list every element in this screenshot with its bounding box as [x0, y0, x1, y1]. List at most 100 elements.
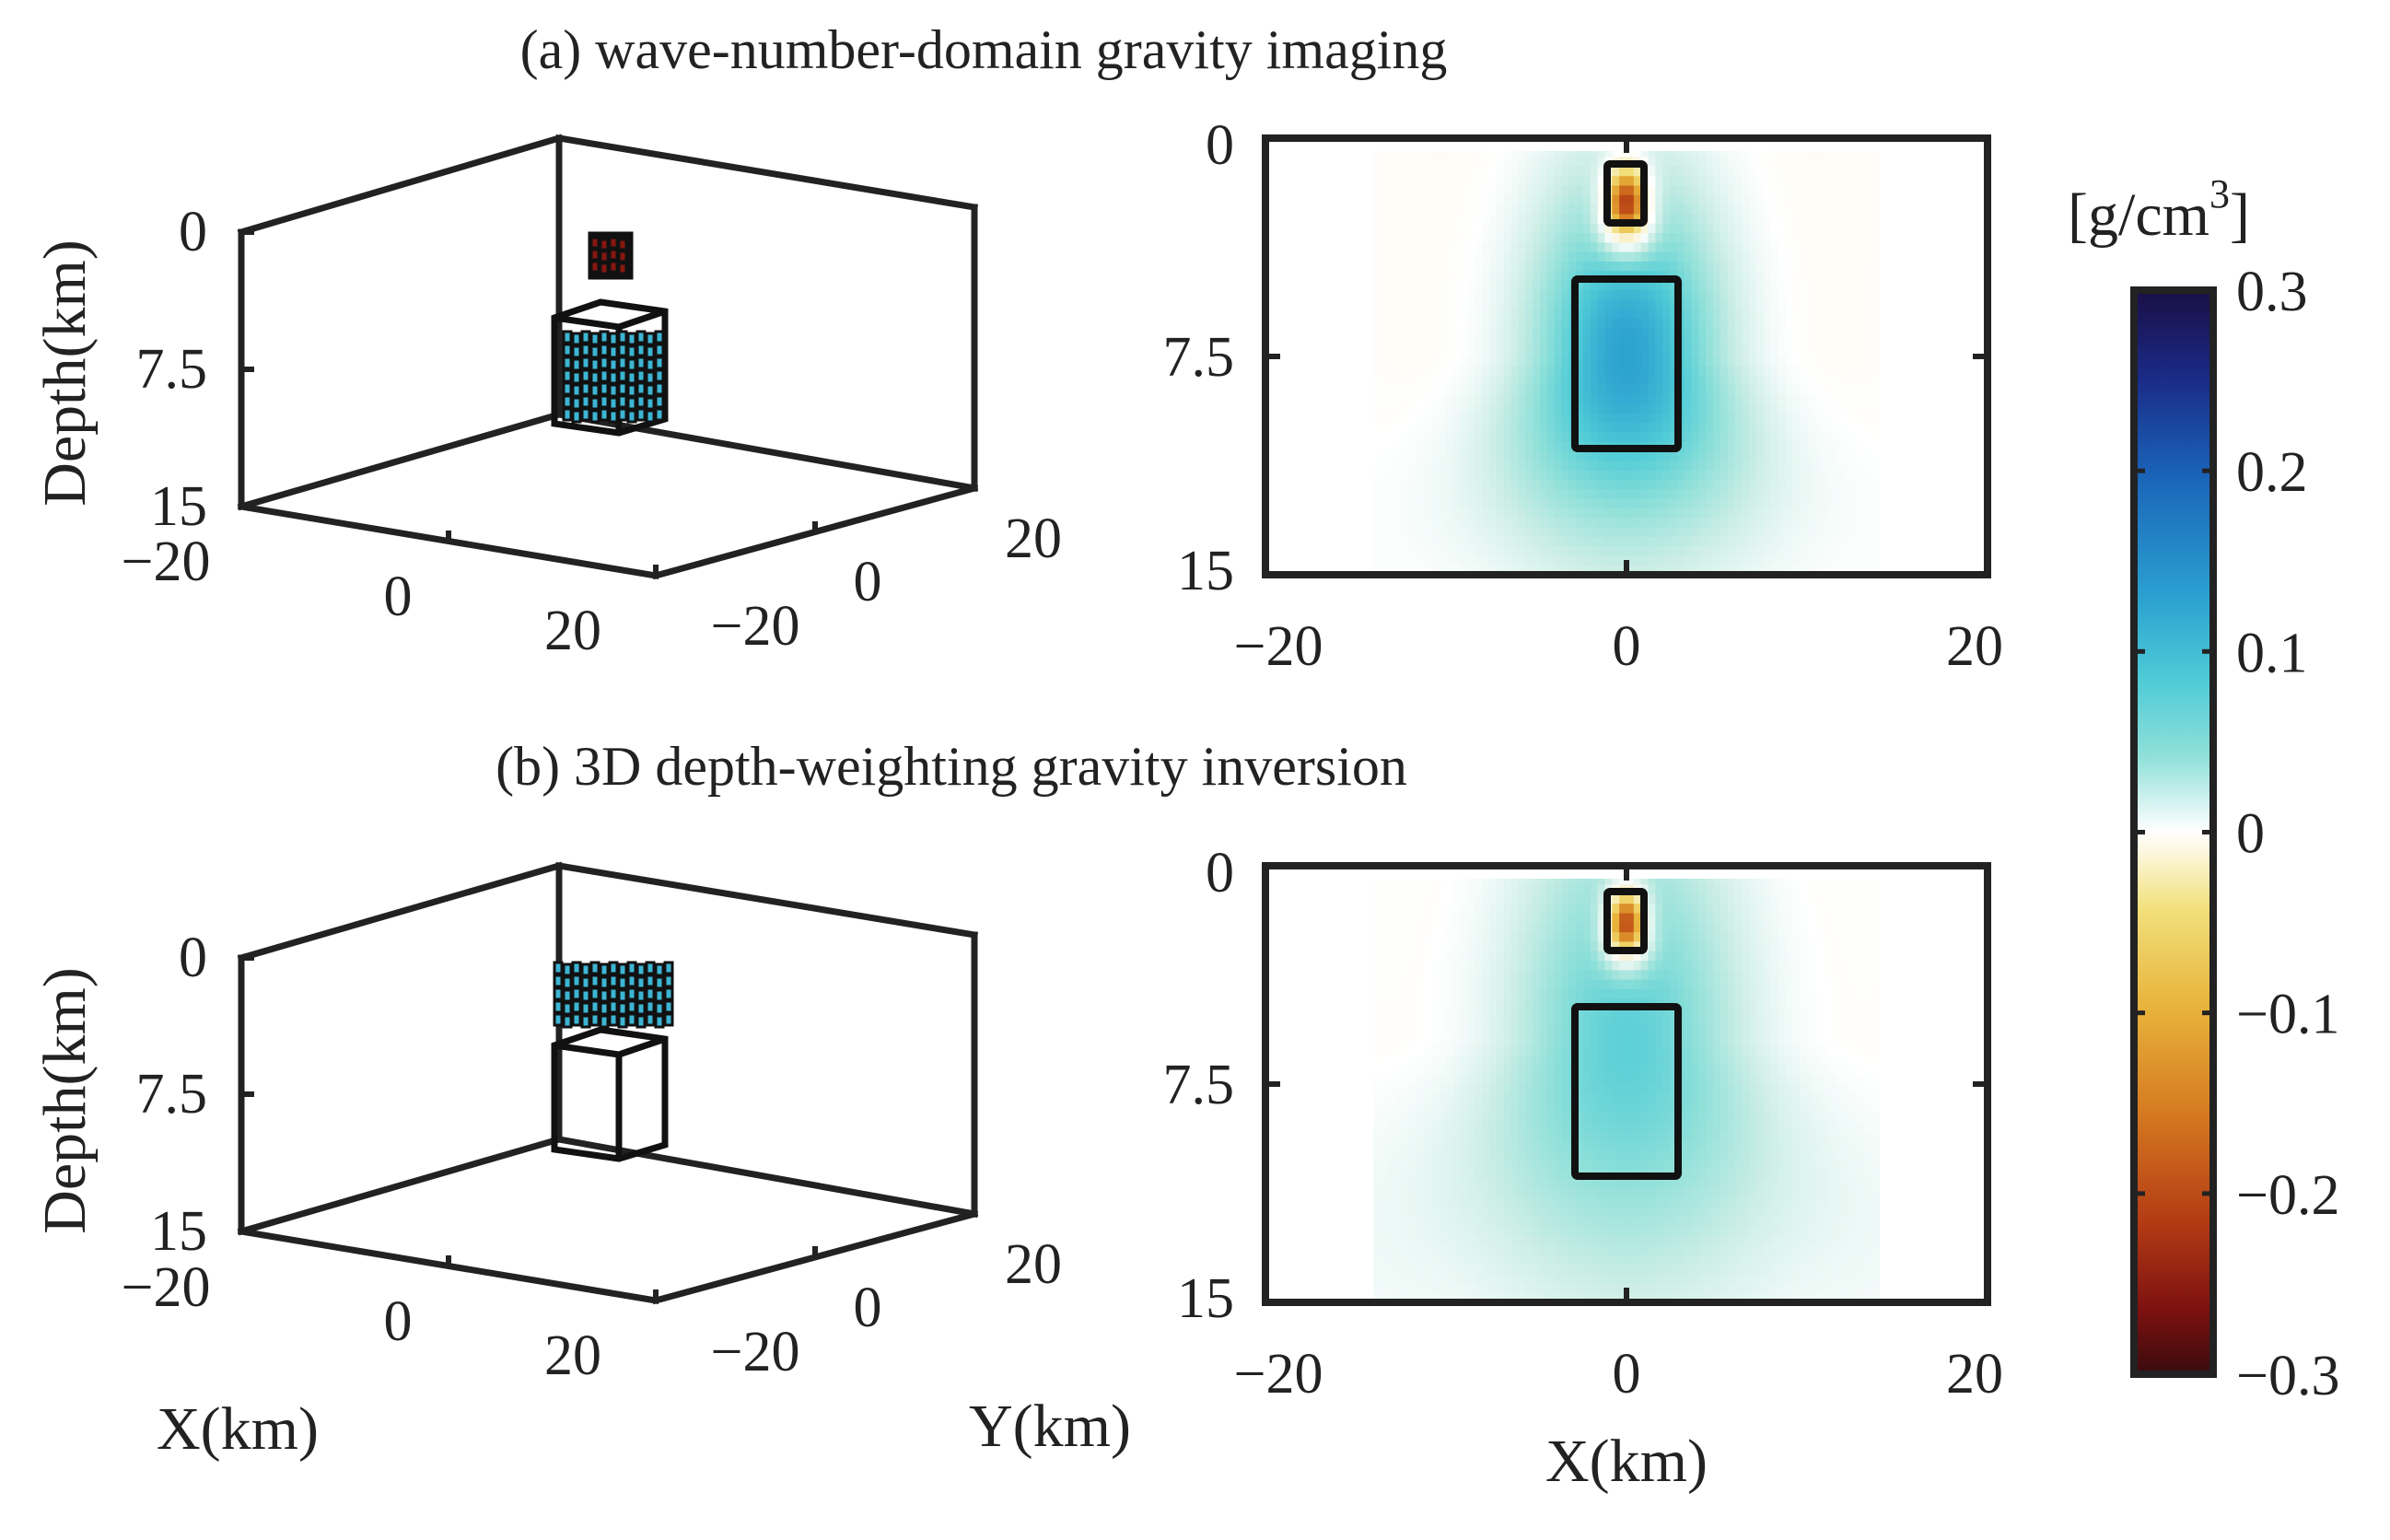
- heatmap-cell: [1446, 470, 1454, 481]
- heatmap-cell: [1482, 346, 1490, 357]
- heatmap-cell: [1655, 204, 1663, 216]
- heatmap-cell: [1533, 1245, 1541, 1256]
- heatmap-cell: [1670, 518, 1678, 529]
- heatmap-cell: [1742, 394, 1751, 405]
- heatmap-cell: [1446, 204, 1454, 216]
- heatmap-cell: [1388, 176, 1396, 187]
- heatmap-cell: [1554, 1065, 1563, 1076]
- heatmap-cell: [1489, 1140, 1498, 1151]
- heatmap-cell: [1785, 451, 1794, 462]
- heatmap-cell: [1807, 309, 1815, 320]
- heatmap-cell: [1691, 375, 1700, 386]
- heatmap-cell: [1446, 328, 1454, 339]
- heatmap-cell: [1561, 1283, 1570, 1294]
- heatmap-cell: [1409, 223, 1418, 234]
- heatmap-cell: [1482, 1102, 1490, 1114]
- heatmap-cell: [1439, 536, 1447, 547]
- heatmap-cell: [1452, 233, 1462, 244]
- heatmap-cell: [1460, 233, 1469, 244]
- heatmap-cell: [1510, 555, 1520, 566]
- heatmap-cell: [1749, 423, 1757, 434]
- model-cell: [626, 1012, 637, 1027]
- model-cell: [608, 974, 619, 988]
- heatmap-cell: [1373, 479, 1382, 491]
- heatmap-cell: [1446, 366, 1454, 377]
- heatmap-cell: [1533, 951, 1541, 962]
- heatmap-cell: [1452, 166, 1462, 178]
- heatmap-cell: [1409, 280, 1418, 291]
- heatmap-cell: [1533, 1160, 1541, 1171]
- heatmap-cell: [1496, 508, 1505, 519]
- heatmap-cell: [1489, 223, 1498, 234]
- heatmap-cell: [1655, 394, 1663, 405]
- heatmap-cell: [1402, 251, 1411, 262]
- heatmap-cell: [1496, 214, 1505, 225]
- heatmap-cell: [1510, 461, 1520, 472]
- heatmap-cell: [1626, 432, 1635, 443]
- heatmap-cell: [1424, 470, 1433, 481]
- heatmap-cell: [1503, 1188, 1512, 1199]
- heatmap-cell: [1482, 157, 1490, 168]
- heatmap-cell: [1554, 214, 1563, 225]
- heatmap-cell: [1720, 309, 1729, 320]
- heatmap-cell: [1452, 951, 1462, 962]
- heatmap-cell: [1518, 337, 1527, 348]
- heatmap-cell: [1857, 375, 1866, 386]
- heatmap-cell: [1525, 1245, 1533, 1256]
- heatmap-cell: [1409, 1160, 1418, 1171]
- heatmap-cell: [1612, 1140, 1620, 1151]
- heatmap-cell: [1713, 346, 1721, 357]
- heatmap-cell: [1518, 346, 1527, 357]
- heatmap-cell: [1452, 251, 1462, 262]
- heatmap-cell: [1604, 1008, 1614, 1019]
- heatmap-cell: [1525, 1292, 1533, 1302]
- model-cell: [589, 383, 600, 398]
- heatmap-cell: [1836, 346, 1844, 357]
- heatmap-cell: [1482, 536, 1490, 547]
- heatmap-cell: [1431, 913, 1440, 924]
- heatmap-cell: [1431, 884, 1440, 895]
- heatmap-cell: [1713, 289, 1721, 300]
- heatmap-cell: [1857, 261, 1866, 273]
- heatmap-cell: [1395, 356, 1404, 368]
- heatmap-cell: [1640, 508, 1650, 519]
- heatmap-cell: [1582, 356, 1591, 368]
- heatmap-cell: [1813, 147, 1823, 158]
- heatmap-cell: [1496, 328, 1505, 339]
- heatmap-cell: [1576, 1093, 1584, 1104]
- heatmap-cell: [1554, 1254, 1563, 1266]
- heatmap-cell: [1691, 176, 1700, 187]
- heatmap-cell: [1684, 280, 1693, 291]
- heatmap-cell: [1590, 1045, 1599, 1056]
- heatmap-cell: [1446, 251, 1454, 262]
- heatmap-cell: [1431, 185, 1440, 196]
- heatmap-cell: [1720, 223, 1729, 234]
- heatmap-cell: [1792, 527, 1801, 538]
- heatmap-cell: [1489, 508, 1498, 519]
- heatmap-cell: [1676, 166, 1685, 178]
- heatmap-cell: [1756, 375, 1765, 386]
- heatmap-cell: [1503, 204, 1512, 216]
- heatmap-cell: [1489, 527, 1498, 538]
- heatmap-cell: [1742, 384, 1751, 396]
- heatmap-cell: [1496, 922, 1505, 933]
- model-cell: [645, 383, 656, 398]
- heatmap-cell: [1836, 194, 1844, 205]
- heatmap-cell: [1525, 194, 1533, 205]
- heatmap-cell: [1388, 309, 1396, 320]
- model-cell: [571, 344, 582, 359]
- heatmap-cell: [1857, 432, 1866, 443]
- heatmap-cell: [1503, 432, 1512, 443]
- heatmap-cell: [1590, 1008, 1599, 1019]
- heatmap-cell: [1727, 413, 1736, 424]
- heatmap-cell: [1409, 337, 1418, 348]
- heatmap-cell: [1568, 951, 1577, 962]
- heatmap-cell: [1582, 555, 1591, 566]
- heatmap-cell: [1395, 489, 1404, 500]
- heatmap-cell: [1409, 941, 1418, 952]
- heatmap-cell: [1539, 451, 1548, 462]
- heatmap-cell: [1489, 384, 1498, 396]
- panel-b-section: 0 7.5 15 −20 0 20 X(km): [1163, 842, 2004, 1495]
- heatmap-cell: [1576, 346, 1584, 357]
- heatmap-cell: [1756, 176, 1765, 187]
